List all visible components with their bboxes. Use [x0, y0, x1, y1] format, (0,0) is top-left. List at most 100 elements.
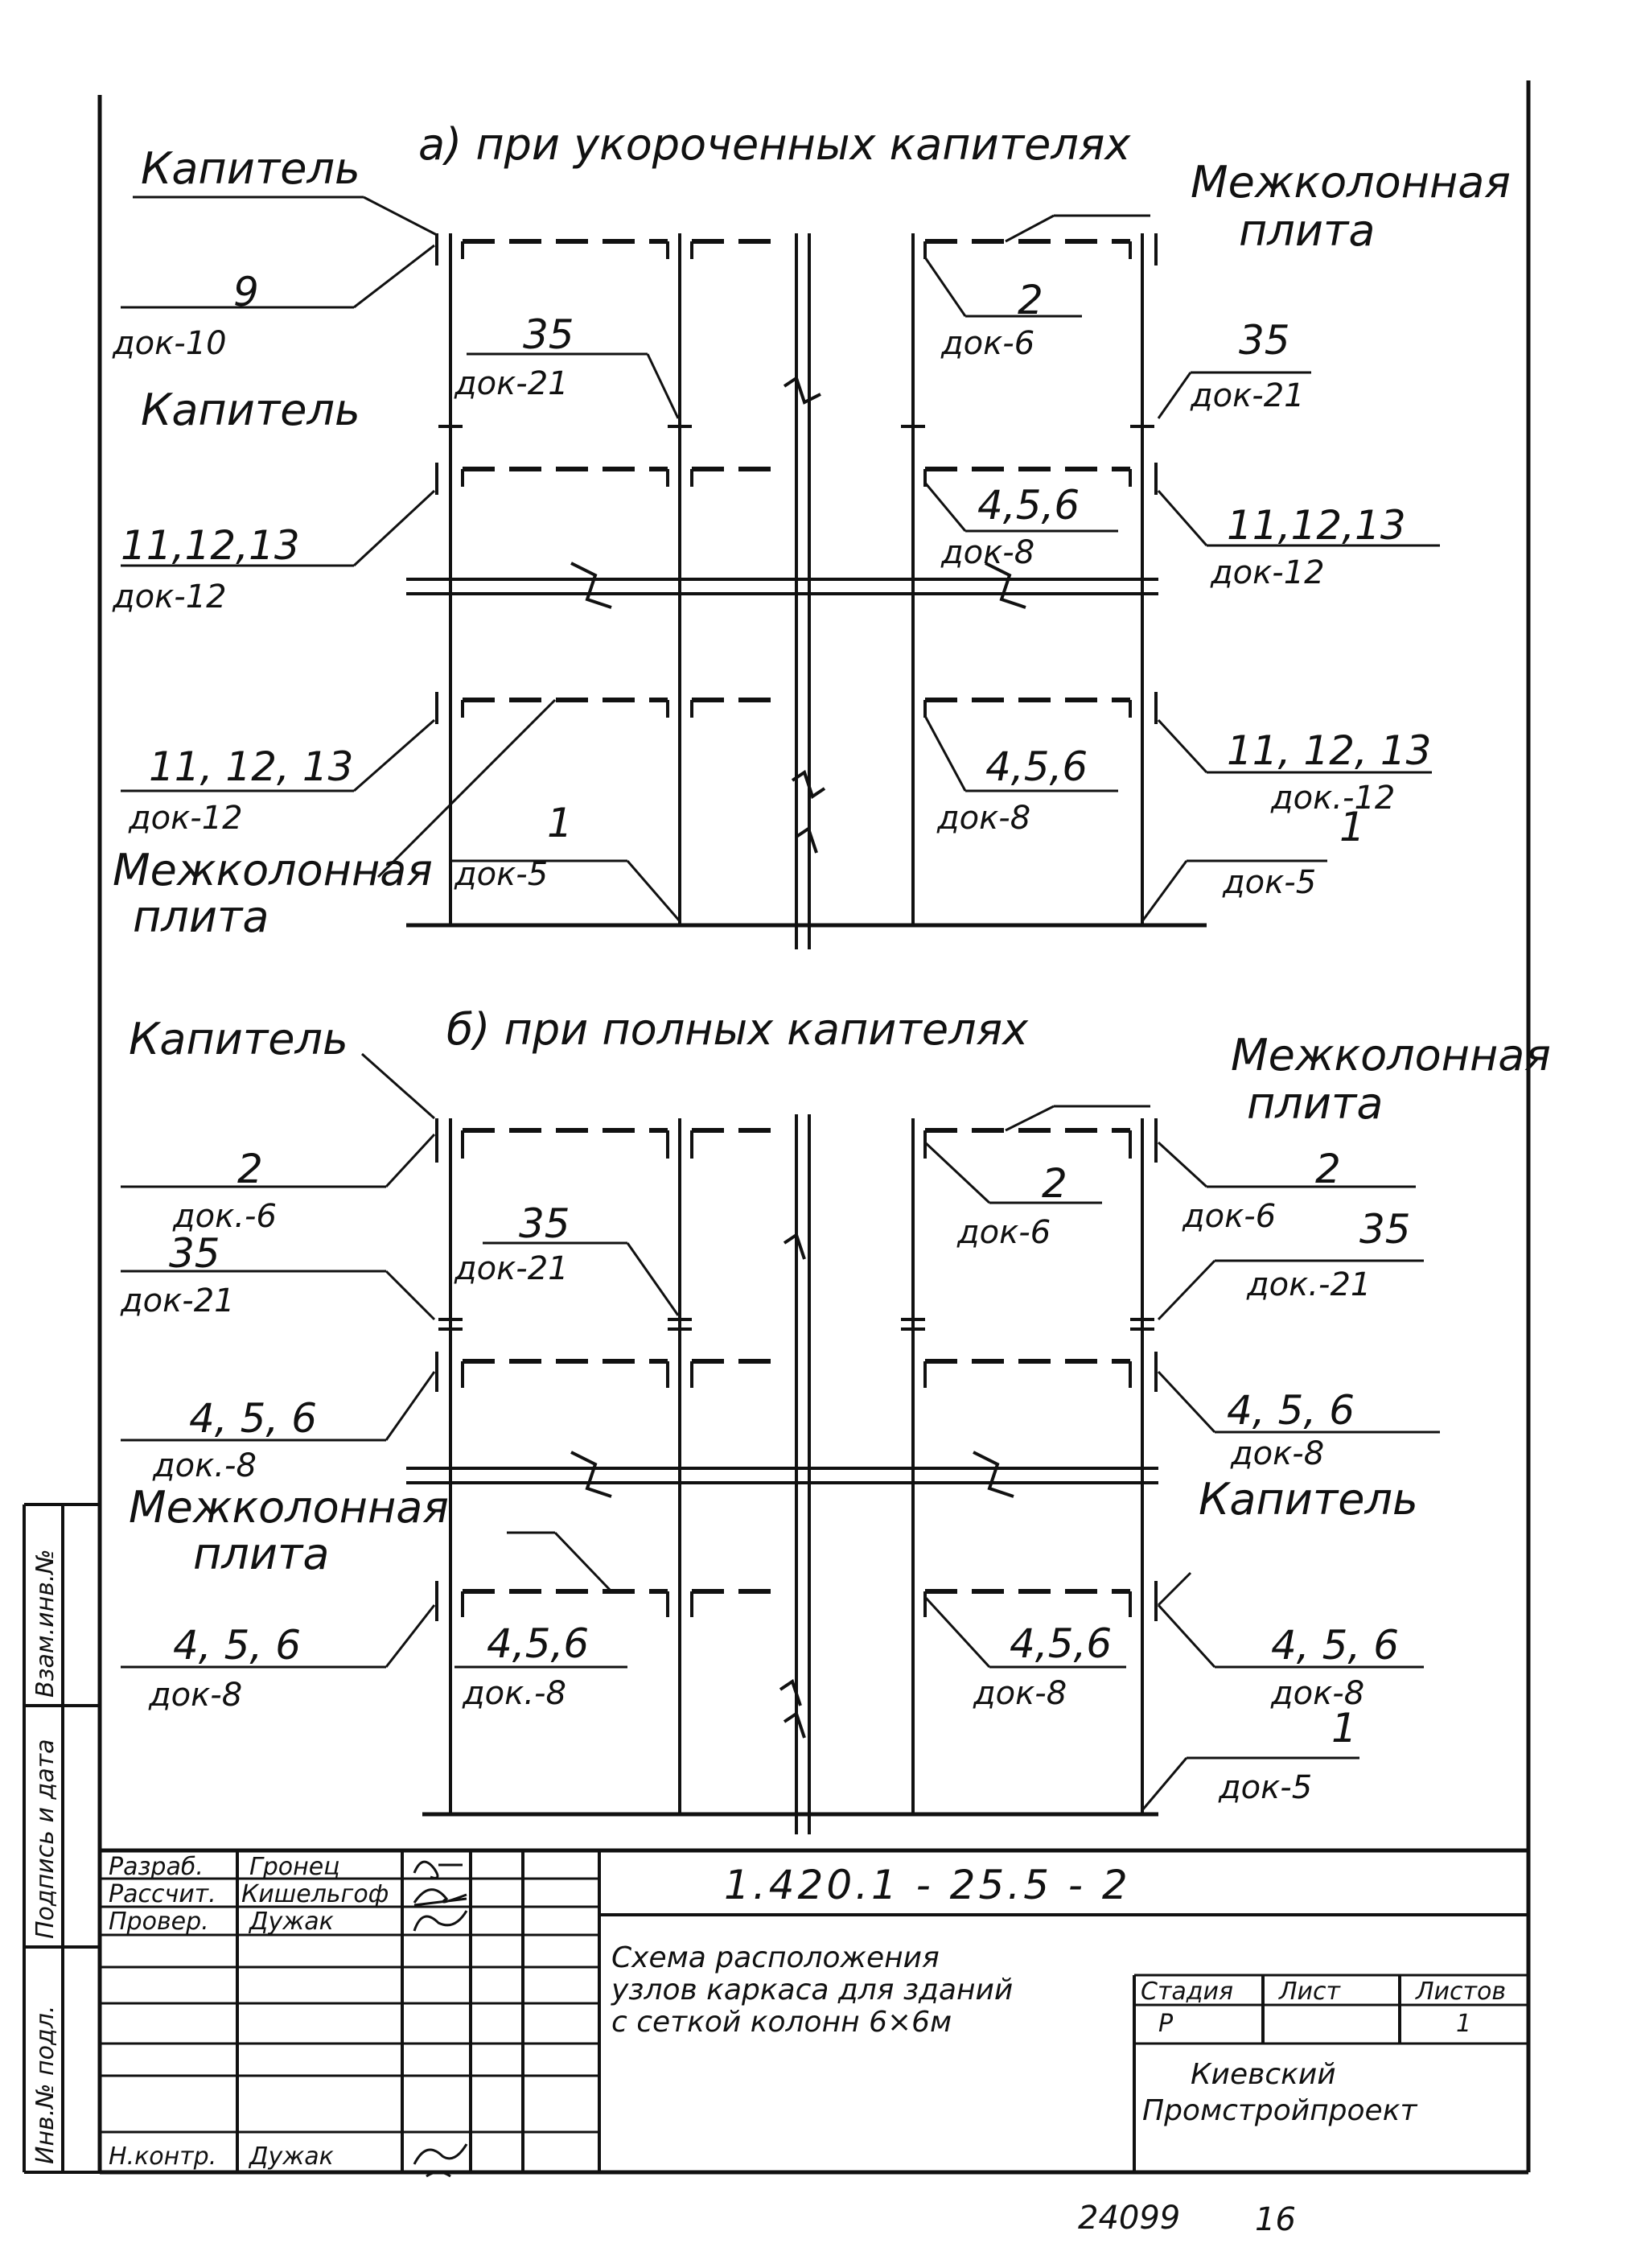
role-2: Провер.	[109, 1908, 209, 1936]
label-kapitel-b1: Капитель	[129, 1014, 348, 1064]
sheet-header: Лист	[1278, 1978, 1342, 2006]
label-111213-a4: 11, 12, 13	[1227, 727, 1431, 774]
label-456-a2-sub: док-8	[936, 800, 1030, 837]
org-line-2: Промстройпроект	[1142, 2094, 1417, 2127]
label-mezhkolonnaya-a1-sub: плита	[1239, 205, 1375, 256]
label-456-b4-sub: док.-8	[462, 1675, 566, 1712]
label-35-b2: 35	[519, 1200, 570, 1247]
label-35-a2: 35	[1239, 317, 1290, 364]
label-1-b: 1	[1331, 1705, 1357, 1751]
stage-header: Стадия	[1141, 1978, 1233, 2006]
label-456-a1: 4,5,6	[977, 482, 1080, 529]
name-2: Дужак	[248, 1908, 334, 1936]
org-line-1: Киевский	[1191, 2058, 1336, 2091]
label-2-b2: 2	[1042, 1160, 1067, 1207]
label-111213-a1: 11,12,13	[121, 522, 300, 569]
label-456-b2: 4, 5, 6	[1227, 1387, 1355, 1434]
section-b-diagram	[121, 1052, 1440, 1834]
section-a-diagram	[121, 196, 1440, 949]
label-kapitel-a1: Капитель	[141, 143, 360, 194]
label-35-a1: 35	[523, 311, 574, 358]
label-111213-a4-sub: док.-12	[1270, 780, 1395, 817]
label-456-a1-sub: док-8	[940, 534, 1034, 571]
label-456-b1-sub: док.-8	[152, 1447, 257, 1484]
label-35-a2-sub: док-21	[1190, 377, 1305, 414]
label-35-a1-sub: док-21	[454, 365, 569, 402]
stamp-vzam-inv: Взам.инв.№	[31, 1549, 60, 1698]
section-a-title: а) при укороченных капителях	[418, 119, 1131, 170]
sheets-header: Листов	[1415, 1978, 1506, 2006]
sheet-title-line-3: с сеткой колонн 6×6м	[611, 2006, 952, 2039]
label-mezhkolonnaya-a1: Межколонная	[1191, 157, 1511, 208]
title-block-grid	[100, 1848, 1528, 2172]
sheets-value: 1	[1456, 2010, 1471, 2038]
label-kapitel-b2: Капитель	[1199, 1474, 1418, 1525]
label-456-b6-sub: док-8	[1270, 1675, 1364, 1712]
label-1-a2: 1	[1339, 804, 1365, 850]
label-456-b1: 4, 5, 6	[189, 1395, 317, 1442]
label-1-a2-sub: док-5	[1222, 864, 1316, 901]
label-1-a1: 1	[547, 800, 573, 846]
title-block-text: Разраб. Рассчит. Провер. Н.контр. Гронец…	[109, 1853, 1506, 2178]
label-111213-a3: 11, 12, 13	[149, 743, 353, 790]
role-6: Н.контр.	[109, 2142, 216, 2171]
label-456-b3: 4, 5, 6	[173, 1622, 301, 1669]
label-35-b2-sub: док-21	[454, 1250, 569, 1287]
label-9: 9	[233, 269, 259, 315]
label-1-a1-sub: док-5	[454, 856, 548, 893]
signatures	[413, 1860, 468, 2178]
label-2-a: 2	[1018, 277, 1043, 323]
sheet-title-line-2: узлов каркаса для зданий	[611, 1974, 1013, 2007]
label-2-b3-sub: док-6	[1182, 1198, 1276, 1235]
label-mezhkolonnaya-a2-sub: плита	[133, 891, 269, 942]
label-1-b-sub: док-5	[1218, 1769, 1312, 1806]
label-111213-a3-sub: док-12	[128, 800, 243, 837]
label-35-b3: 35	[1359, 1206, 1411, 1253]
section-b-title: б) при полных капителях	[446, 1004, 1029, 1055]
label-456-b4: 4,5,6	[487, 1620, 589, 1667]
sheet-frame	[97, 80, 1531, 2175]
label-kapitel-a2: Капитель	[141, 385, 360, 435]
name-0: Гронец	[249, 1853, 340, 1881]
role-1: Рассчит.	[109, 1880, 216, 1908]
role-0: Разраб.	[109, 1853, 204, 1881]
side-stamp	[23, 1503, 100, 2174]
name-1: Кишельгоф	[241, 1880, 389, 1908]
page-number: 16	[1255, 2201, 1296, 2238]
label-35-b1-sub: док-21	[120, 1282, 235, 1319]
label-111213-a1-sub: док-12	[112, 578, 227, 615]
label-2-b3: 2	[1315, 1146, 1341, 1192]
stamp-podpis-data: Подпись и дата	[31, 1739, 60, 1940]
side-stamp-text: Инв.№ подл. Подпись и дата Взам.инв.№	[31, 1549, 60, 2164]
label-2-b2-sub: док-6	[956, 1214, 1051, 1251]
label-456-b2-sub: док-8	[1230, 1435, 1324, 1472]
label-456-a2: 4,5,6	[985, 743, 1088, 790]
label-35-b3-sub: док.-21	[1246, 1266, 1371, 1303]
label-456-b5-sub: док-8	[973, 1675, 1067, 1712]
label-mezhkolonnaya-b1-sub: плита	[1247, 1078, 1383, 1129]
label-mezhkolonnaya-a2: Межколонная	[113, 845, 433, 895]
label-456-b6: 4, 5, 6	[1271, 1622, 1399, 1669]
document-code: 1.420.1 - 25.5 - 2	[724, 1862, 1131, 1908]
label-111213-a2-sub: док-12	[1210, 554, 1325, 591]
footer: 24099 16	[1078, 2200, 1296, 2238]
doc-number: 24099	[1078, 2200, 1180, 2237]
label-mezhkolonnaya-b2-sub: плита	[193, 1529, 329, 1579]
section-a-labels: а) при укороченных капителях Капитель Ме…	[112, 119, 1511, 942]
label-456-b5: 4,5,6	[1010, 1620, 1112, 1667]
label-35-b1: 35	[169, 1230, 220, 1277]
label-2-b1-sub: док.-6	[172, 1198, 277, 1235]
label-9-sub: док-10	[112, 325, 227, 362]
name-6: Дужак	[248, 2142, 334, 2171]
label-111213-a2: 11,12,13	[1227, 502, 1406, 549]
stamp-inv-podl: Инв.№ подл.	[31, 2006, 60, 2164]
stage-value: Р	[1158, 2010, 1174, 2038]
label-mezhkolonnaya-b1: Межколонная	[1231, 1030, 1551, 1080]
label-2-b1: 2	[237, 1146, 263, 1192]
label-mezhkolonnaya-b2: Межколонная	[129, 1482, 449, 1533]
section-b-labels: б) при полных капителях Капитель Межколо…	[120, 1004, 1551, 1806]
label-2-a-sub: док-6	[940, 325, 1034, 362]
sheet-title-line-1: Схема расположения	[611, 1941, 940, 1974]
label-456-b3-sub: док-8	[148, 1677, 242, 1714]
